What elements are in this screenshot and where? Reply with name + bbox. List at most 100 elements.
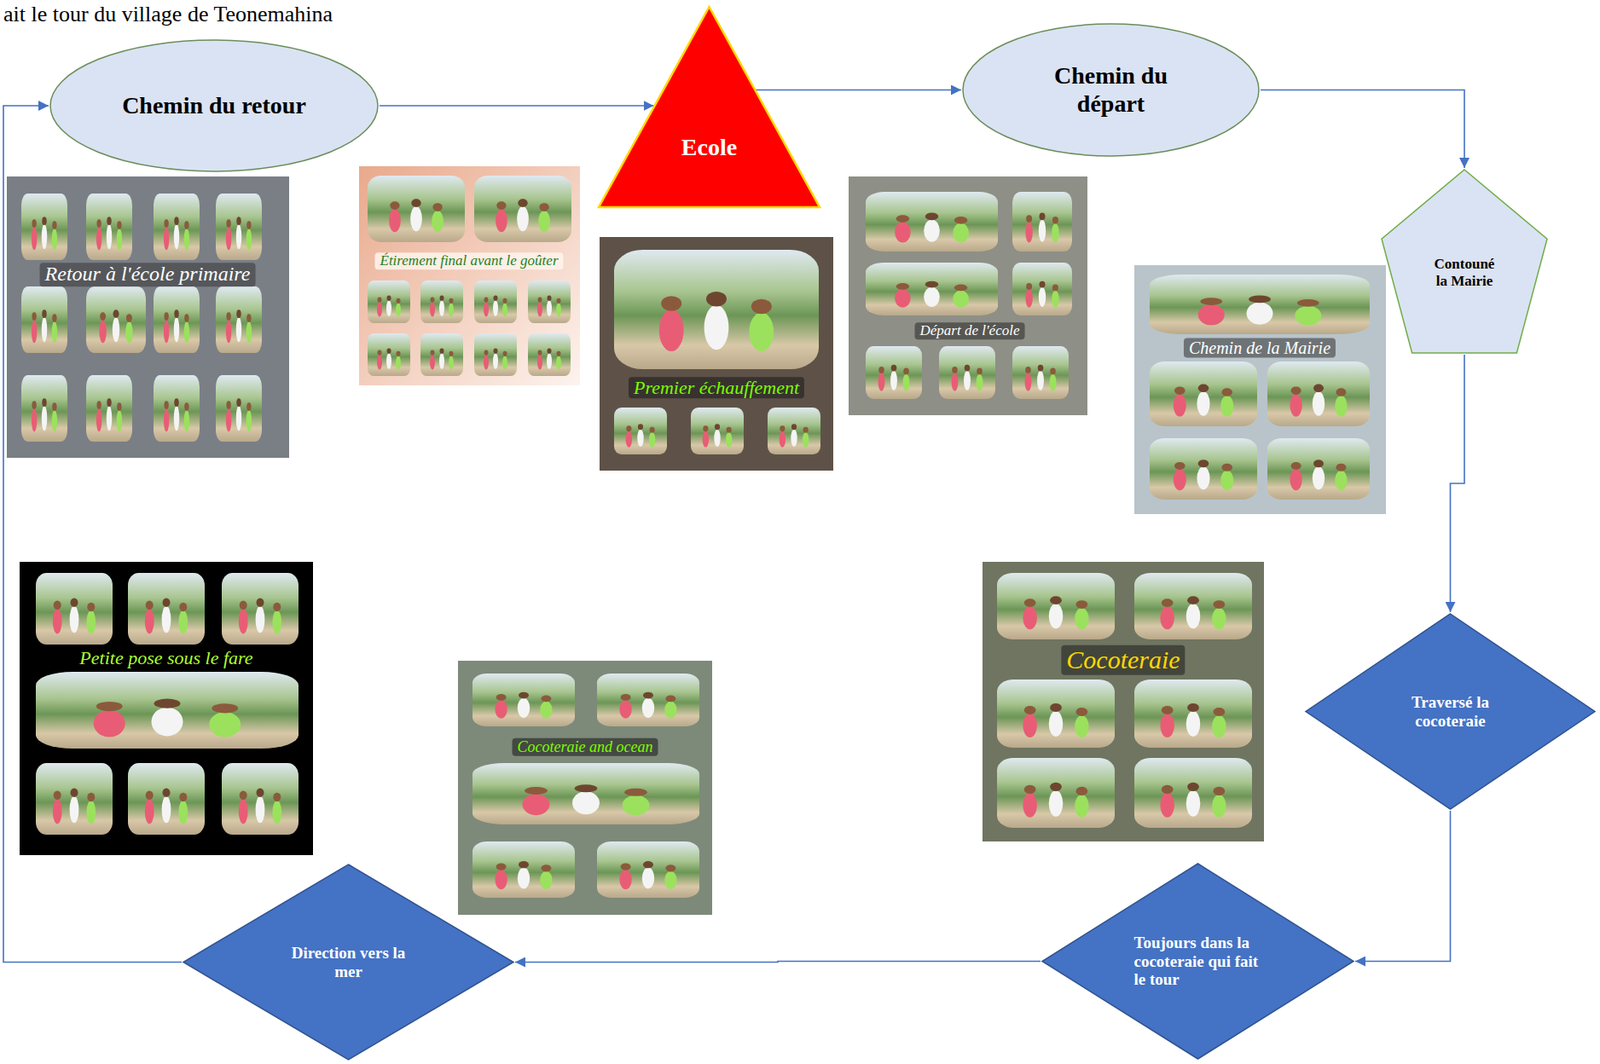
- photo-tile: [35, 763, 113, 835]
- flow-arrow: [1450, 354, 1466, 613]
- photo-tile: [86, 375, 133, 442]
- pentagon-shape: [1381, 169, 1548, 354]
- photo-tile: [1267, 438, 1370, 500]
- photo-tile: [865, 191, 998, 252]
- decision-diamond: Traversé la cocoteraie: [1304, 612, 1597, 812]
- photo-tile: [86, 286, 146, 354]
- node-text: Toujours dans la cocoteraie qui fait le …: [1134, 933, 1263, 991]
- node-text-block: Contouné la Mairie: [1429, 255, 1500, 290]
- photo-tile: [420, 333, 464, 377]
- decision-diamond: Toujours dans la cocoteraie qui fait le …: [1040, 862, 1356, 1061]
- collage-caption: Premier échauffement: [628, 376, 805, 399]
- photo-tile: [939, 346, 996, 400]
- collage-ground: [6, 176, 290, 458]
- ellipse-shape: [50, 40, 378, 172]
- collage-ground: [848, 176, 1088, 416]
- photo-tile: [865, 346, 922, 400]
- collage-ground: [982, 562, 1264, 842]
- node-text-block: Ecole: [681, 133, 737, 162]
- collage-caption: Petite pose sous le fare: [74, 647, 258, 669]
- photo-tile: [474, 175, 572, 243]
- photo-tile: [367, 333, 411, 377]
- node-text: Direction vers la mer: [278, 944, 419, 982]
- triangle-shape: [598, 6, 820, 208]
- diamond-shape: [183, 864, 514, 1061]
- photo-tile: [1134, 573, 1253, 640]
- photo-tile: [1149, 274, 1370, 335]
- node-outline: [597, 5, 822, 209]
- collage-caption: Cocoteraie and ocean: [512, 738, 659, 757]
- path-ellipse: Chemin du retour: [48, 38, 380, 174]
- photo-tile: [420, 280, 464, 324]
- collage-caption: Retour à l'école primaire: [40, 262, 256, 287]
- flow-arrow: [515, 962, 1041, 963]
- node-text: Chemin du retour: [121, 92, 307, 120]
- photo-tile: [1149, 361, 1258, 427]
- photo-tile: [21, 193, 68, 261]
- photo-tile: [997, 679, 1115, 748]
- node-text: Chemin du départ: [1047, 62, 1176, 117]
- flow-arrow: [3, 105, 182, 963]
- photo-tile: [597, 841, 700, 899]
- decision-diamond: Direction vers la mer: [181, 863, 516, 1062]
- photo-tile: [153, 193, 200, 261]
- photo-tile: [1149, 438, 1258, 500]
- photo-tile: [1012, 262, 1073, 316]
- node-text: Traversé la cocoteraie: [1403, 693, 1498, 731]
- node-text-block: Chemin du retour: [121, 92, 307, 120]
- photo-tile: [367, 280, 411, 324]
- collage-caption: Cocoteraie: [1060, 645, 1185, 676]
- school-triangle: Ecole: [597, 5, 822, 209]
- photo-tile: [153, 286, 200, 354]
- diamond-shape: [1305, 614, 1595, 810]
- node-text: Contouné la Mairie: [1429, 255, 1500, 290]
- photo-tile: [865, 262, 998, 316]
- node-text-block: Chemin du départ: [1047, 62, 1176, 117]
- page-title: ait le tour du village de Teonemahina: [3, 1, 333, 28]
- photo-tile: [767, 407, 821, 455]
- photo-tile: [614, 249, 819, 370]
- photo-tile: [127, 573, 205, 645]
- flow-arrow: [379, 104, 655, 107]
- node-text-block: Toujours dans la cocoteraie qui fait le …: [1134, 933, 1263, 991]
- photo-tile: [474, 280, 517, 324]
- node-text-block: Traversé la cocoteraie: [1403, 693, 1498, 731]
- photo-tile: [474, 333, 517, 377]
- photo-tile: [215, 286, 262, 354]
- photo-tile: [367, 175, 465, 243]
- diamond-shape: [1042, 863, 1354, 1060]
- photo-tile: [21, 286, 68, 354]
- collage-ground: [19, 562, 314, 856]
- node-text: Ecole: [681, 133, 737, 162]
- ellipse-shape: [962, 23, 1259, 157]
- photo-tile: [153, 375, 200, 442]
- photo-tile: [215, 375, 262, 442]
- photo-tile: [127, 763, 205, 835]
- photo-tile: [35, 573, 113, 645]
- collage-ground: [457, 660, 713, 916]
- photo-tile: [35, 672, 299, 749]
- path-ellipse: Chemin du départ: [961, 22, 1261, 158]
- photo-tile: [86, 193, 133, 261]
- collage-caption: Chemin de la Mairie: [1183, 338, 1336, 359]
- photo-tile: [614, 407, 667, 455]
- photo-tile: [1267, 361, 1370, 427]
- photo-tile: [1012, 346, 1069, 400]
- photo-tile: [221, 573, 299, 645]
- collage-ground: [1134, 265, 1386, 515]
- photo-tile: [1134, 758, 1253, 829]
- photo-tile: [21, 375, 68, 442]
- flow-arrow: [1260, 90, 1465, 169]
- flow-arrow: [1355, 811, 1451, 963]
- collage-ground: [599, 237, 834, 471]
- photo-tile: [597, 673, 700, 727]
- step-pentagon: Contouné la Mairie: [1379, 168, 1549, 355]
- collage-ground: [359, 166, 580, 386]
- photo-tile: [1012, 191, 1073, 252]
- flow-arrow: [755, 89, 962, 92]
- photo-tile: [997, 573, 1115, 640]
- collage-caption: Départ de l'école: [915, 322, 1026, 340]
- photo-tile: [221, 763, 299, 835]
- photo-tile: [472, 763, 700, 825]
- photo-tile: [690, 407, 744, 455]
